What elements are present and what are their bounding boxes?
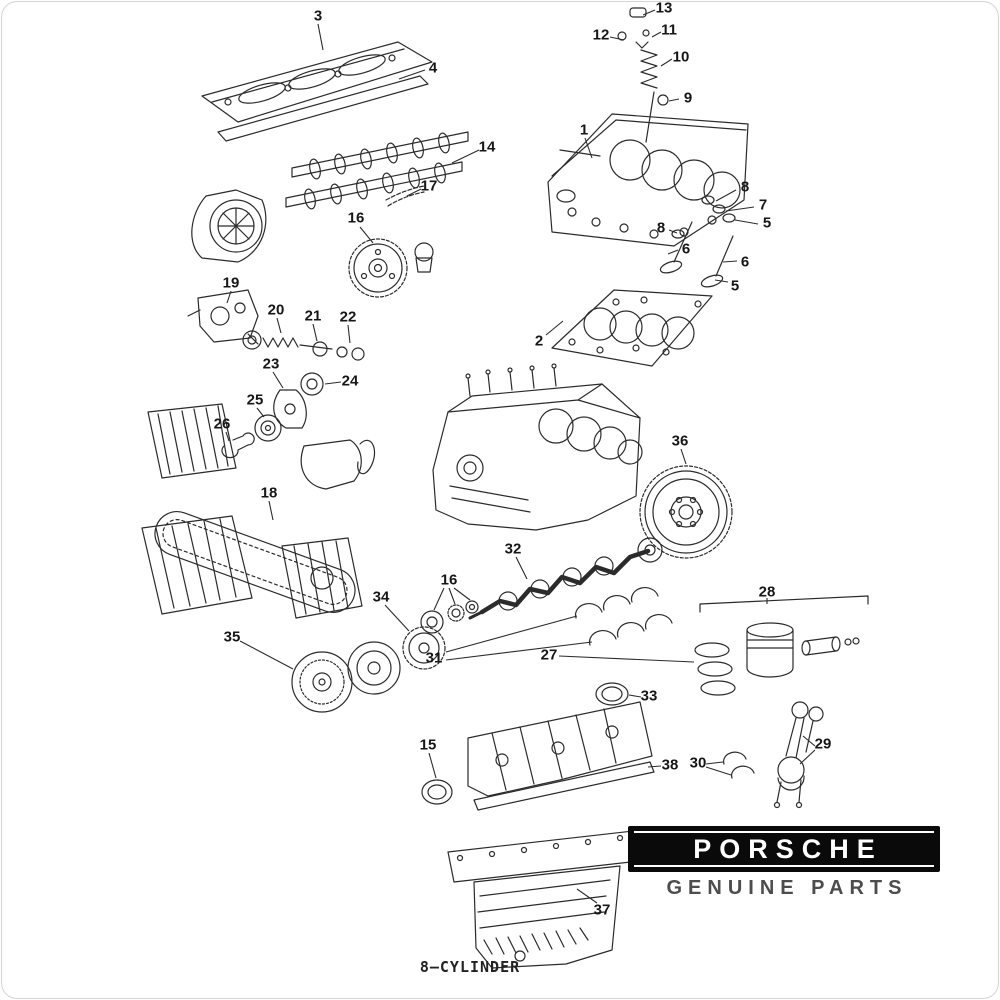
valve-small-parts-art xyxy=(242,330,365,396)
rod-bearings-art xyxy=(722,751,755,779)
part-label-26: 26 xyxy=(213,415,231,433)
part-label-15: 15 xyxy=(419,736,437,754)
part-label-2: 2 xyxy=(534,332,544,350)
timing-belt-art xyxy=(154,511,356,613)
part-label-5-upper: 5 xyxy=(762,214,772,232)
part-label-22: 22 xyxy=(339,308,357,326)
diagram-caption: 8—CYLINDER xyxy=(419,958,521,976)
small-housing-art xyxy=(414,242,434,273)
part-label-36: 36 xyxy=(671,432,689,450)
crank-gear-art xyxy=(420,600,479,634)
piston-rings-art xyxy=(694,642,736,696)
part-label-30: 30 xyxy=(689,754,707,772)
porsche-wordmark-bar: PORSCHE xyxy=(628,826,940,872)
pulleys-art xyxy=(291,626,446,713)
part-label-5-lower: 5 xyxy=(730,277,740,295)
front-cover-lower-art xyxy=(141,515,253,615)
upper-timing-cover-art xyxy=(191,189,267,263)
part-label-12: 12 xyxy=(592,26,610,44)
camshafts-art xyxy=(285,131,469,210)
part-label-37: 37 xyxy=(593,901,611,919)
part-label-32: 32 xyxy=(504,540,522,558)
main-bearings-art xyxy=(574,587,673,646)
genuine-parts-text: GENUINE PARTS xyxy=(666,877,908,899)
connecting-rod-art xyxy=(773,701,824,809)
part-label-24: 24 xyxy=(341,372,359,390)
rear-seal-art xyxy=(595,682,629,706)
flywheel-art xyxy=(639,465,733,559)
part-label-19: 19 xyxy=(222,274,240,292)
part-label-23: 23 xyxy=(262,355,280,373)
chain-segment-art xyxy=(385,185,425,207)
part-label-17: 17 xyxy=(420,177,438,195)
part-label-25: 25 xyxy=(246,391,264,409)
clamp-art xyxy=(221,432,255,459)
part-label-10: 10 xyxy=(672,48,690,66)
part-label-11: 11 xyxy=(661,21,677,39)
part-label-6-upper: 6 xyxy=(681,240,691,258)
logo-rule-bottom xyxy=(634,865,934,867)
engine-block-art xyxy=(432,363,643,531)
porsche-wordmark: PORSCHE xyxy=(693,833,883,864)
part-label-16-mid: 16 xyxy=(440,571,458,589)
part-label-38: 38 xyxy=(661,756,679,774)
leader-lines xyxy=(225,9,816,904)
part-label-20: 20 xyxy=(267,301,285,319)
valves-art xyxy=(659,195,736,288)
part-label-6-lower: 6 xyxy=(740,253,750,271)
part-label-21: 21 xyxy=(304,307,322,325)
part-label-7: 7 xyxy=(758,196,768,214)
part-label-9: 9 xyxy=(683,89,693,107)
part-label-31: 31 xyxy=(425,649,443,667)
part-label-3: 3 xyxy=(313,7,323,25)
part-label-18: 18 xyxy=(260,484,278,502)
piston-art xyxy=(699,595,869,678)
oil-pump-art xyxy=(187,289,259,345)
part-label-8-left: 8 xyxy=(656,219,666,237)
cam-sprocket-art xyxy=(348,238,408,298)
logo-rule-top xyxy=(634,831,934,833)
part-label-33: 33 xyxy=(640,687,658,705)
valve-cover-gasket-art xyxy=(217,75,429,142)
part-label-29: 29 xyxy=(814,735,832,753)
tensioner-art xyxy=(273,389,307,429)
part-label-8-right: 8 xyxy=(740,178,750,196)
part-label-4: 4 xyxy=(428,59,438,77)
front-cover-right-art xyxy=(281,537,363,619)
cylinder-head-art xyxy=(547,113,749,247)
part-label-14: 14 xyxy=(478,138,496,156)
oil-pan-art xyxy=(447,829,649,969)
lower-crankcase-art xyxy=(467,701,655,811)
head-gasket-art xyxy=(551,289,713,367)
front-seal-art xyxy=(421,779,453,805)
valve-train-art xyxy=(617,7,669,143)
crankshaft-art xyxy=(468,537,663,620)
idler-pulley-art xyxy=(254,414,282,442)
part-label-27: 27 xyxy=(540,646,558,664)
part-label-34: 34 xyxy=(372,588,390,606)
part-label-28: 28 xyxy=(758,583,776,601)
part-label-13: 13 xyxy=(655,0,673,17)
part-label-1: 1 xyxy=(579,121,589,139)
porsche-logo-block: PORSCHE GENUINE PARTS xyxy=(628,826,940,900)
valve-cover-art xyxy=(201,41,433,123)
part-label-16-top: 16 xyxy=(347,209,365,227)
part-label-35: 35 xyxy=(223,628,241,646)
bracket-gasket-art xyxy=(300,439,375,490)
front-cover-upper-art xyxy=(147,403,237,479)
